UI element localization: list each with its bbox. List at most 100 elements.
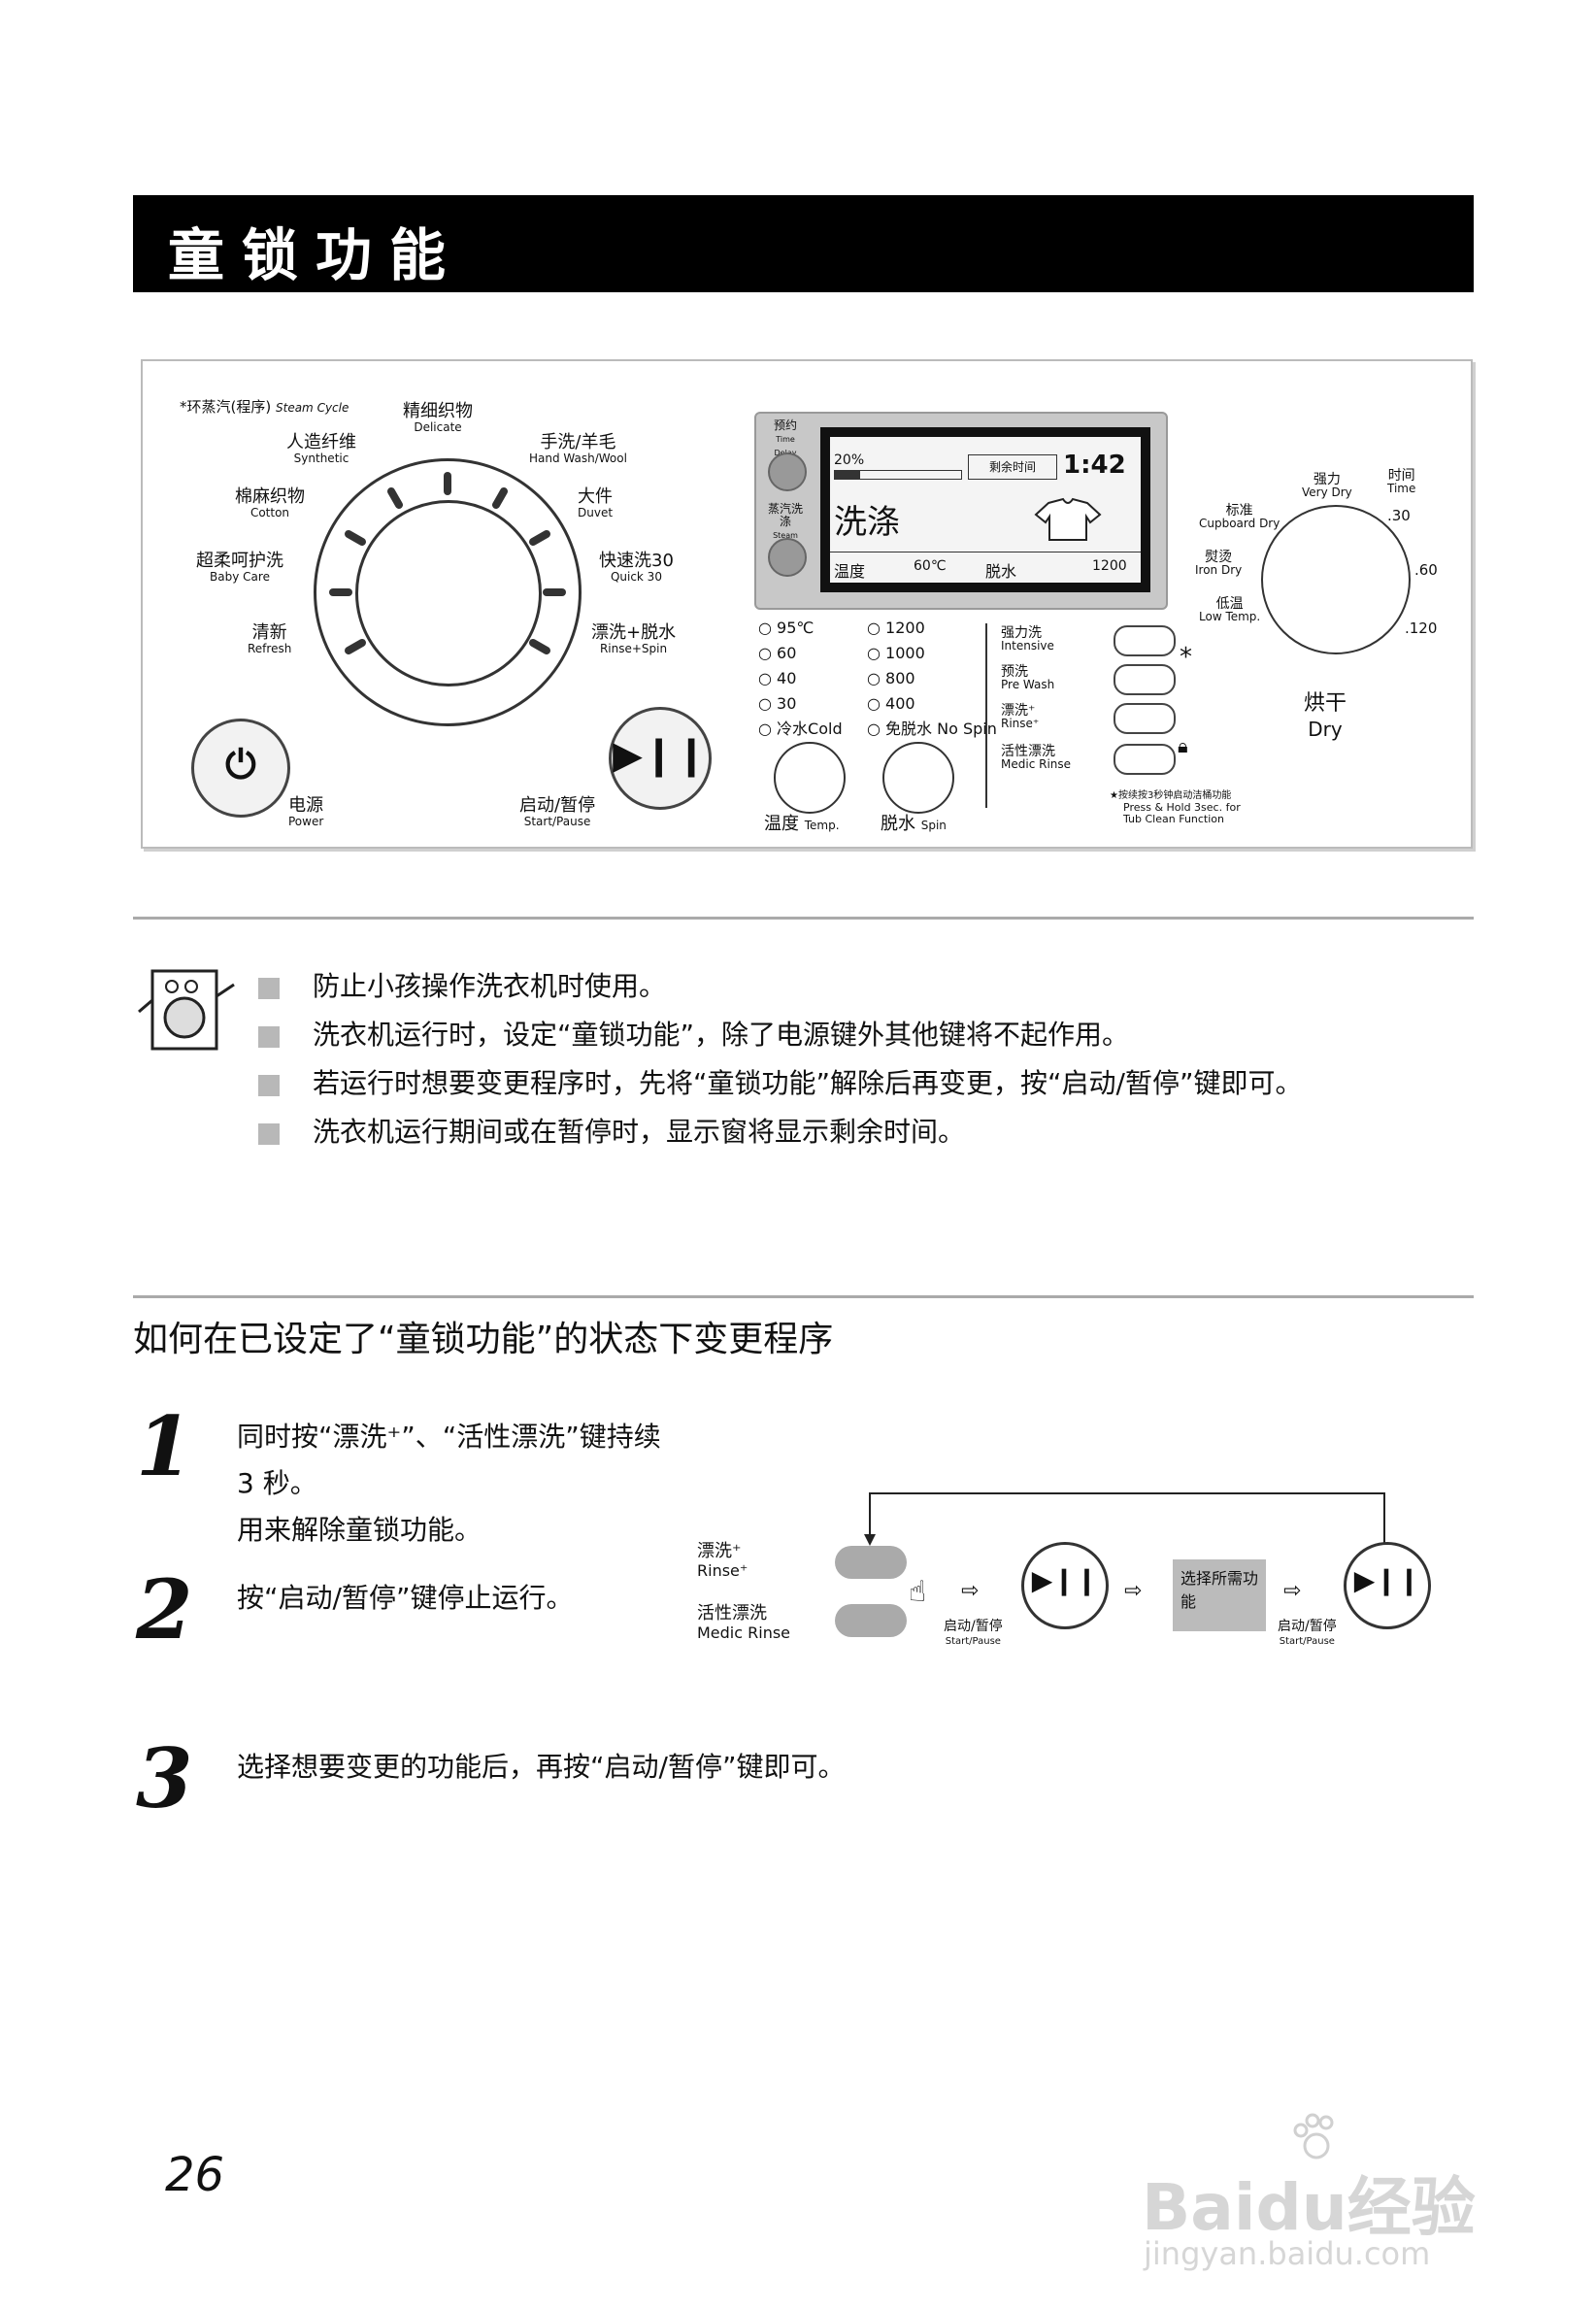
- option-en: Rinse⁺: [1001, 717, 1040, 730]
- temp-option: ○ 60: [758, 644, 797, 662]
- arrow-right-icon: ⇨: [1124, 1579, 1143, 1603]
- program-baby-care[interactable]: 超柔呵护洗 Baby Care: [196, 552, 283, 584]
- spin-value: 免脱水 No Spin: [885, 720, 997, 738]
- diagram-medic-cn: 活性漂洗: [697, 1603, 767, 1624]
- diagram-rinse-label: 漂洗⁺ Rinse⁺: [697, 1542, 748, 1581]
- dry-level-cn: 熨烫: [1205, 550, 1233, 565]
- dry-time-en: Time: [1387, 482, 1416, 495]
- tub-note-en-1: Press & Hold 3sec. for: [1123, 801, 1241, 814]
- power-label-en: Power: [288, 815, 324, 828]
- tub-note-cn: ★按续按3秒钟启动洁桶功能: [1110, 790, 1232, 801]
- temp-knob[interactable]: [774, 742, 846, 814]
- steam-cycle-cn: *环蒸汽(程序): [180, 398, 272, 416]
- time-delay-button[interactable]: [768, 452, 807, 491]
- lcd-spin-label: 脱水: [985, 562, 1017, 581]
- option-en: Pre Wash: [1001, 678, 1055, 691]
- spin-option: ○ 400: [867, 694, 915, 713]
- program-label-en: Delicate: [414, 420, 462, 434]
- start-pause-label: 启动/暂停 Start/Pause: [519, 796, 595, 828]
- program-hand-wash[interactable]: 手洗/羊毛 Hand Wash/Wool: [529, 433, 627, 465]
- separator-1: [133, 917, 1474, 920]
- note-text: 防止小孩操作洗衣机时使用。: [313, 970, 667, 1002]
- step-line: 3 秒。: [237, 1467, 317, 1499]
- temp-option: ○ 95℃: [758, 619, 815, 637]
- display-housing: 预约 Time Delay 蒸汽洗涤 Steam Wash 20% 剩余时间 1…: [754, 412, 1168, 610]
- program-label-en: Synthetic: [293, 452, 349, 465]
- temp-value: 冷水Cold: [777, 720, 843, 738]
- dry-knob[interactable]: [1261, 505, 1411, 654]
- step-line: 按“启动/暂停”键停止运行。: [237, 1582, 574, 1614]
- steam-wash-button[interactable]: [768, 538, 807, 577]
- option-en: Medic Rinse: [1001, 757, 1072, 771]
- dry-level-en: Very Dry: [1302, 485, 1352, 499]
- program-delicate[interactable]: 精细织物 Delicate: [403, 402, 473, 434]
- intensive-button[interactable]: [1114, 625, 1176, 656]
- control-panel: *环蒸汽(程序) Steam Cycle 精细织物 Delicate 人造纤维 …: [141, 359, 1473, 849]
- dry-time-cn: 时间: [1387, 468, 1415, 484]
- spin-option: ○ 1200: [867, 619, 925, 637]
- program-label: 棉麻织物: [235, 486, 305, 507]
- program-rinse-spin[interactable]: 漂洗+脱水 Rinse+Spin: [591, 623, 676, 655]
- lcd-status: 洗涤: [834, 503, 900, 542]
- spin-option: ○ 800: [867, 669, 915, 687]
- medic-rinse-button[interactable]: [1114, 744, 1176, 775]
- spin-value: 400: [885, 694, 915, 713]
- program-label: 手洗/羊毛: [540, 432, 616, 452]
- temp-value: 95℃: [777, 619, 815, 637]
- power-label-cn: 电源: [288, 795, 324, 816]
- option-rinse-label: 漂洗⁺Rinse⁺: [1001, 704, 1040, 730]
- program-label: 清新: [251, 622, 287, 643]
- step-line: 选择想要变更的功能后，再按“启动/暂停”键即可。: [237, 1751, 846, 1783]
- program-dial-ring[interactable]: [314, 458, 582, 726]
- lcd-screen: 20% 剩余时间 1:42 洗涤 温度 60℃ 脱水 1200: [830, 437, 1141, 583]
- option-cn: 强力洗: [1001, 625, 1042, 641]
- program-label-en: Hand Wash/Wool: [529, 452, 627, 465]
- play-pause-icon: ▶❙❙: [1353, 1564, 1421, 1596]
- program-refresh[interactable]: 清新 Refresh: [248, 623, 291, 655]
- temp-value: 40: [777, 669, 797, 687]
- bullet-square: [258, 978, 280, 999]
- watermark: Baidu经验 jingyan.baidu.com: [1142, 2113, 1511, 2278]
- lcd-progress-bar: [834, 470, 962, 480]
- program-label-en: Duvet: [578, 506, 614, 519]
- prewash-button[interactable]: [1114, 664, 1176, 695]
- spin-knob-en: Spin: [920, 819, 947, 832]
- select-function-box: 选择所需功能: [1173, 1559, 1266, 1631]
- dry-level-en: Low Temp.: [1199, 610, 1261, 623]
- spin-value: 1200: [885, 619, 925, 637]
- feedback-arrow: [864, 1492, 1385, 1563]
- paw-icon: [1293, 2113, 1334, 2159]
- rinse-button[interactable]: [1114, 703, 1176, 734]
- diagram-start-label-2: 启动/暂停 Start/Pause: [1278, 1620, 1337, 1649]
- dry-level-en: Cupboard Dry: [1199, 517, 1280, 530]
- diagram-start-label-1: 启动/暂停 Start/Pause: [944, 1620, 1003, 1649]
- lcd-temp-value: 60℃: [914, 558, 947, 574]
- dry-level-cn: 低温: [1215, 596, 1244, 612]
- spin-knob[interactable]: [882, 742, 954, 814]
- program-synthetic[interactable]: 人造纤维 Synthetic: [286, 433, 356, 465]
- program-cotton[interactable]: 棉麻织物 Cotton: [235, 487, 305, 519]
- dry-level-en: Iron Dry: [1195, 563, 1243, 577]
- program-label-en: Rinse+Spin: [599, 642, 668, 655]
- program-duvet[interactable]: 大件 Duvet: [578, 487, 613, 519]
- diagram-start-en: Start/Pause: [1279, 1636, 1335, 1647]
- bullet-square: [258, 1123, 280, 1145]
- lcd-progress-fill: [835, 471, 860, 479]
- power-icon: ⏻: [225, 743, 256, 787]
- spin-option: ○ 1000: [867, 644, 925, 662]
- program-label: 快速洗30: [599, 551, 674, 571]
- program-label: 漂洗+脱水: [591, 622, 677, 643]
- bullet-square: [258, 1026, 280, 1048]
- program-label-en: Baby Care: [210, 570, 270, 584]
- diagram-medic-button: [835, 1604, 907, 1637]
- power-button[interactable]: ⏻: [191, 719, 290, 818]
- step-number: 3: [136, 1730, 193, 1826]
- time-delay-cn: 预约: [773, 418, 797, 432]
- program-quick-30[interactable]: 快速洗30 Quick 30: [599, 552, 674, 584]
- program-dial-knob[interactable]: [355, 500, 542, 686]
- start-pause-button[interactable]: ▶❙❙: [609, 707, 712, 810]
